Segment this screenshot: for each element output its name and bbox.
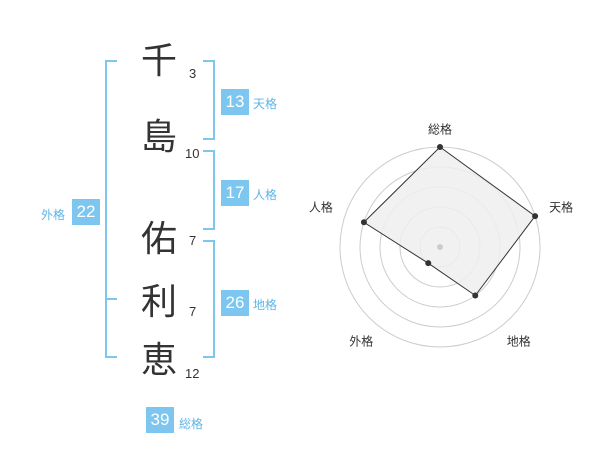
radar-center-point: [437, 244, 443, 250]
radar-value-polygon: [363, 146, 536, 297]
stroke-count-1: 3: [189, 66, 197, 81]
kanji-char-5: 恵: [141, 340, 178, 381]
jinkaku-bracket: [203, 150, 215, 230]
kanji-char-2: 島: [141, 117, 178, 158]
stroke-count-2: 10: [185, 146, 200, 161]
tenkaku-value-badge: 13: [221, 89, 249, 115]
kanji-char-3: 佑: [141, 219, 178, 260]
radar-axis-label-3: 外格: [349, 333, 373, 348]
tenkaku-bracket: [203, 60, 215, 140]
stroke-count-5: 12: [185, 366, 200, 381]
stroke-count-4: 7: [189, 304, 197, 319]
tenkaku-label: 天格: [253, 97, 278, 111]
gaikaku-bracket-tick: [105, 298, 117, 300]
radar-point-1: [532, 213, 539, 220]
chikaku-bracket: [203, 240, 215, 358]
kanji-char-1: 千: [141, 41, 178, 82]
gaikaku-bracket: [105, 60, 117, 358]
jinkaku-value-badge: 17: [221, 180, 249, 206]
chikaku-label: 地格: [253, 298, 278, 312]
radar-axis-label-4: 人格: [309, 200, 333, 215]
radar-axis-label-2: 地格: [507, 333, 531, 348]
radar-point-3: [425, 260, 432, 267]
soukaku-value-badge: 39: [146, 407, 174, 433]
kanji-char-4: 利: [141, 282, 178, 323]
radar-point-2: [472, 292, 479, 299]
radar-point-4: [360, 219, 367, 226]
jinkaku-label: 人格: [253, 188, 278, 202]
radar-axis-label-1: 天格: [549, 200, 573, 215]
chikaku-value-badge: 26: [221, 290, 249, 316]
gaikaku-label: 外格: [41, 208, 66, 222]
radar-axis-label-0: 総格: [428, 122, 452, 137]
soukaku-label: 総格: [179, 417, 204, 431]
gaikaku-value-badge: 22: [72, 199, 100, 225]
radar-point-0: [437, 144, 443, 150]
stroke-count-3: 7: [189, 233, 197, 248]
